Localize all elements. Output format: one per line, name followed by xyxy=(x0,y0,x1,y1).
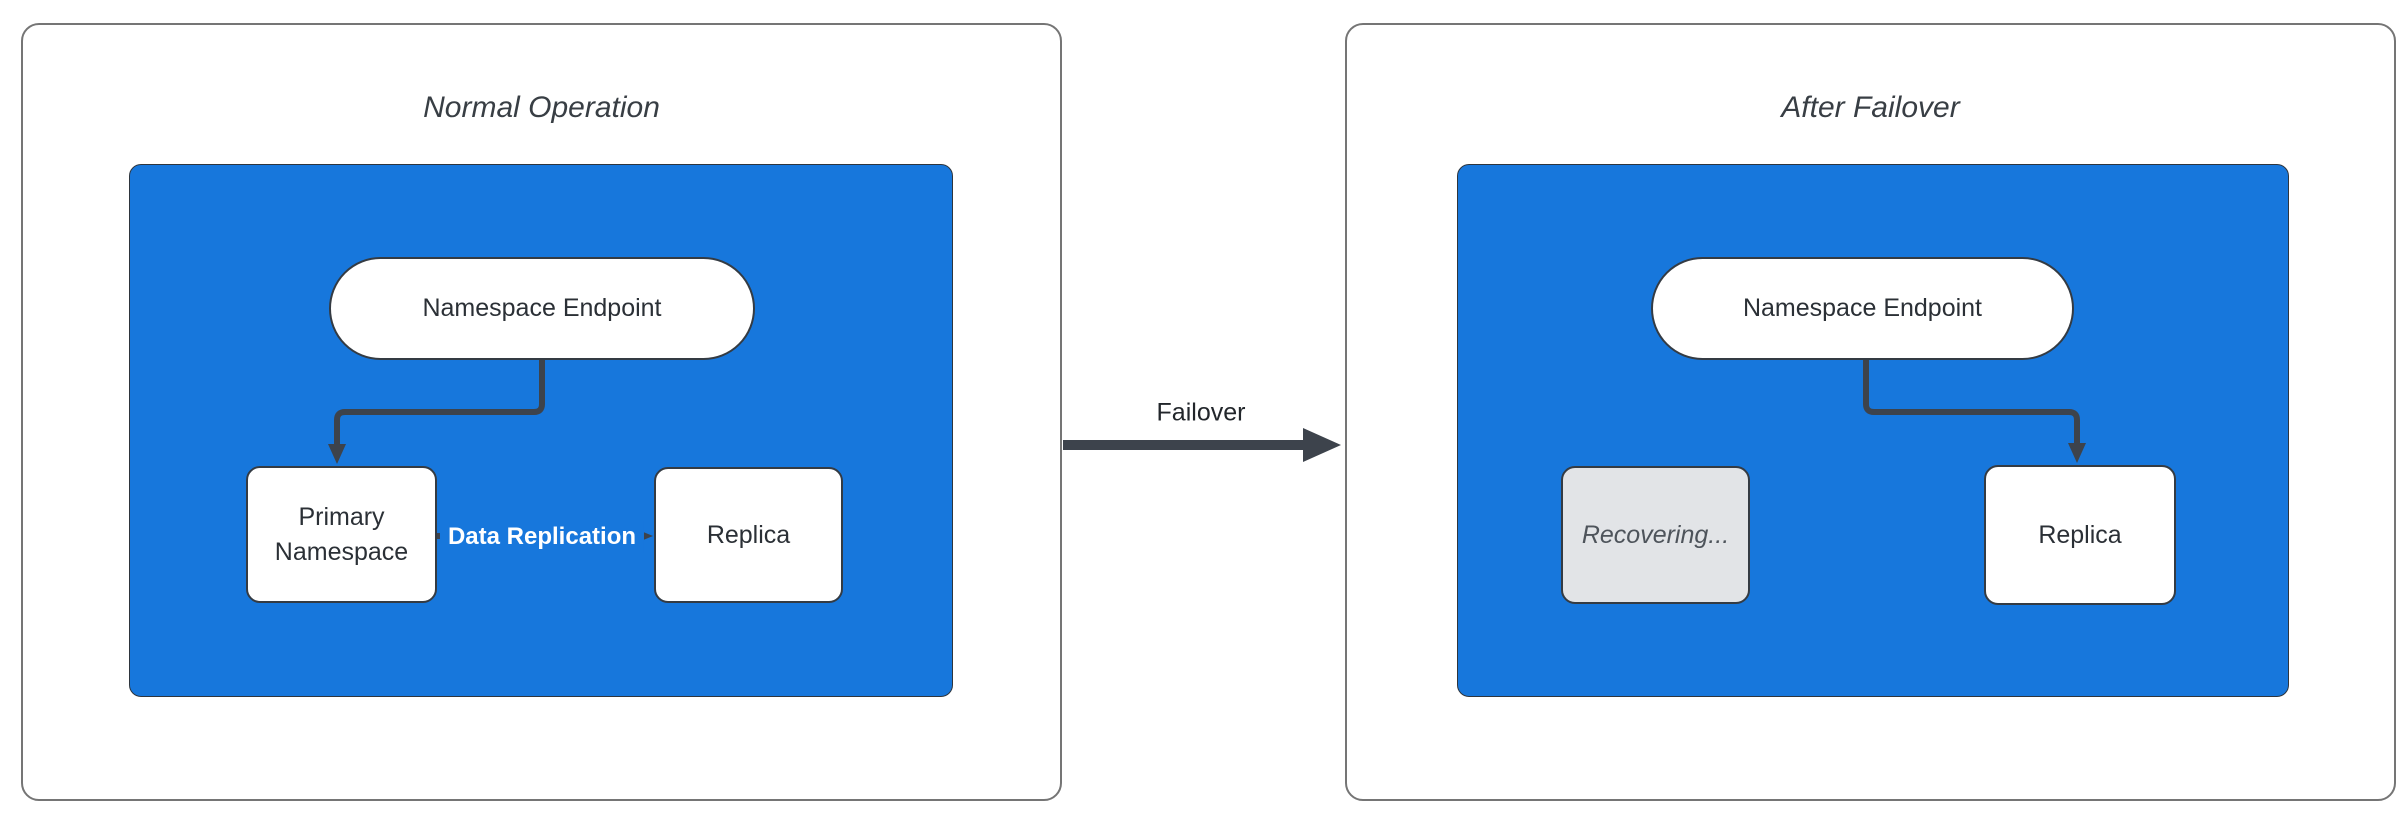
cluster-normal-operation xyxy=(129,164,953,697)
node-label: Primary Namespace xyxy=(274,503,409,566)
edge-label-data-replication: Data Replication xyxy=(439,521,645,553)
arrowhead-endpoint-to-primary xyxy=(328,444,346,464)
arrowhead-endpoint-to-replica xyxy=(2068,443,2086,463)
node-recovering: Recovering... xyxy=(1561,466,1750,604)
node-label: Replica xyxy=(2038,520,2122,549)
edge-endpoint-to-replica xyxy=(1863,360,2080,443)
node-namespace-endpoint-right: Namespace Endpoint xyxy=(1651,257,2074,360)
node-namespace-endpoint-left: Namespace Endpoint xyxy=(329,257,755,360)
node-primary-namespace: Primary Namespace xyxy=(246,466,437,603)
edge-label-failover: Failover xyxy=(1156,398,1246,427)
edge-endpoint-to-primary xyxy=(334,360,545,444)
failover-arrowhead xyxy=(1303,428,1341,462)
cluster-after-failover xyxy=(1457,164,2289,697)
node-replica-left: Replica xyxy=(654,467,843,603)
node-label: Namespace Endpoint xyxy=(422,294,662,323)
node-label: Namespace Endpoint xyxy=(1742,294,1983,323)
panel-title-after-failover: After Failover xyxy=(1781,91,1960,124)
node-label: Replica xyxy=(706,520,791,549)
node-label: Recovering... xyxy=(1581,520,1730,549)
panel-title-normal-operation: Normal Operation xyxy=(423,91,660,124)
node-replica-right: Replica xyxy=(1984,465,2176,605)
